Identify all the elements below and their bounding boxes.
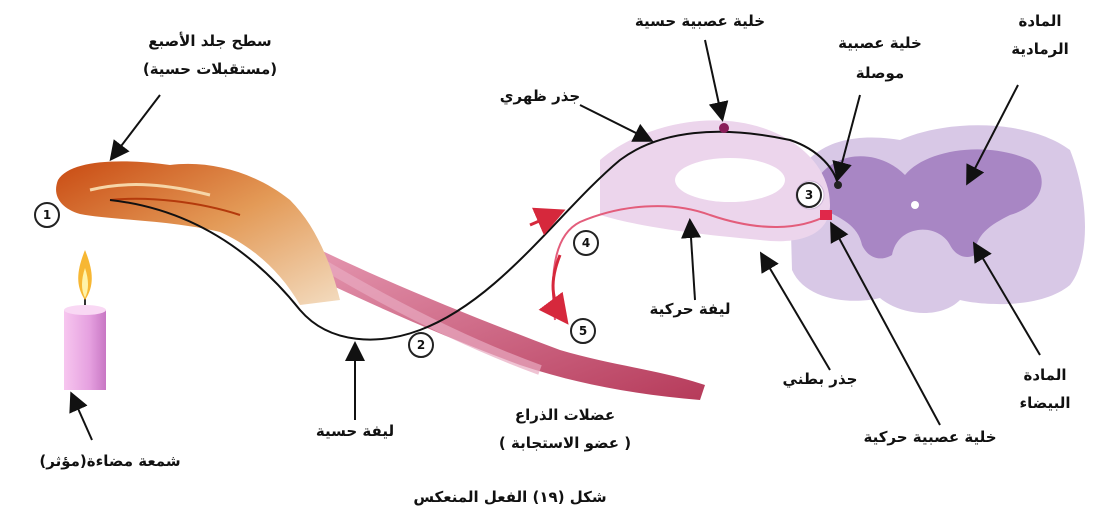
arm-muscles-shape — [290, 240, 705, 400]
step-2-marker: 2 — [408, 332, 434, 358]
sensory-neuron-body — [719, 123, 729, 133]
step-3-marker: 3 — [796, 182, 822, 208]
label-interneuron-1: خلية عصبية — [810, 32, 950, 54]
label-sensory-fiber: ليفة حسية — [295, 420, 415, 442]
step-4-marker: 4 — [573, 230, 599, 256]
central-canal — [911, 201, 919, 209]
label-interneuron-2: موصلة — [810, 62, 950, 84]
label-white-matter-2: البيضاء — [1000, 392, 1090, 414]
label-candle: شمعة مضاءة(مؤثر) — [10, 450, 210, 472]
label-gray-matter-1: المادة — [990, 10, 1090, 32]
arrow-dorsal-root — [580, 105, 650, 140]
motor-neuron-body — [820, 210, 832, 220]
finger-shape — [56, 161, 340, 305]
arrow-motor-fiber — [690, 222, 695, 300]
label-white-matter-1: المادة — [1000, 364, 1090, 386]
nerve-loop-hole — [675, 158, 785, 202]
label-arm-muscles: عضلات الذراع — [490, 404, 640, 426]
arrow-sensory-neuron — [705, 40, 722, 118]
label-response-organ: ( عضو الاستجابة ) — [480, 432, 650, 454]
candle-body — [64, 310, 106, 390]
arrow-finger-skin — [112, 95, 160, 158]
interneuron-body — [834, 181, 842, 189]
step-1-marker: 1 — [34, 202, 60, 228]
label-gray-matter-2: الرمادية — [990, 38, 1090, 60]
label-sensory-neuron: خلية عصبية حسية — [610, 10, 790, 32]
label-ventral-root: جذر بطني — [760, 368, 880, 390]
arrow-candle — [72, 395, 92, 440]
step-5-marker: 5 — [570, 318, 596, 344]
label-sensory-receptors: (مستقبلات حسية) — [120, 58, 300, 80]
label-motor-fiber: ليفة حركية — [625, 298, 755, 320]
figure-caption: شكل (١٩) الفعل المنعكس — [390, 486, 630, 508]
label-motor-neuron: خلية عصبية حركية — [830, 426, 1030, 448]
label-finger-skin: سطح جلد الأصبع — [120, 30, 300, 52]
label-dorsal-root: جذر ظهري — [480, 85, 600, 107]
